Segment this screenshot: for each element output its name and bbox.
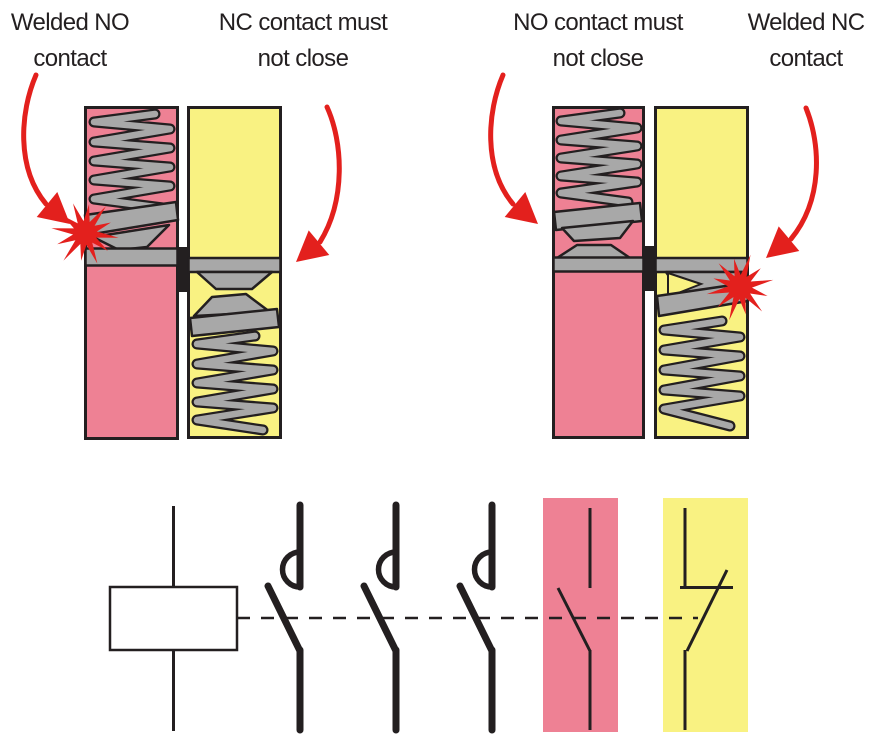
no-fixed-contact-bar xyxy=(552,256,645,273)
label-no-line1: NO contact must xyxy=(513,9,683,36)
label-welded-no-line2: contact xyxy=(33,45,107,72)
nc-open-arrow-icon xyxy=(317,104,342,245)
cross-section-welded-no xyxy=(21,72,342,440)
label-welded-nc-contact: Welded NC contact xyxy=(738,5,874,77)
label-no-line2: not close xyxy=(552,45,644,72)
no-open-arrowhead-icon xyxy=(504,192,538,224)
label-nc-line2: not close xyxy=(257,45,349,72)
main-contact-3 xyxy=(456,501,496,734)
no-fixed-contact-bar xyxy=(84,247,179,267)
nc-fixed-contact-bar xyxy=(654,256,749,274)
nc-moving-contact-bar xyxy=(188,307,281,338)
cross-section-welded-nc xyxy=(488,72,819,439)
nc-open-arrowhead-icon xyxy=(296,230,330,262)
no-moving-contact-tip xyxy=(91,223,171,252)
nc-fixed-contact-tip xyxy=(195,270,274,291)
nc-fixed-contact-bar xyxy=(187,256,282,274)
no-aux-highlight xyxy=(543,498,618,732)
label-welded-no-contact: Welded NO contact xyxy=(0,5,140,77)
label-nc-line1: NC contact must xyxy=(218,9,388,36)
mechanical-link xyxy=(176,247,188,292)
relay-schematic xyxy=(108,498,748,734)
label-nc-must-not-close: NC contact must not close xyxy=(213,5,393,77)
contact-hook-icon xyxy=(375,549,397,590)
no-moving-contact-tip xyxy=(560,219,635,243)
aux-nc-contact xyxy=(680,508,733,730)
welded-nc-arrow-icon xyxy=(788,105,819,242)
welded-nc-arrowhead-icon xyxy=(766,226,800,258)
aux-no-contact xyxy=(556,508,592,730)
welded-no-arrowhead-icon xyxy=(36,192,70,224)
contact-blade xyxy=(360,582,400,655)
contact-blade xyxy=(556,587,592,652)
welded-no-arrow-icon xyxy=(21,72,49,207)
label-welded-nc-line2: contact xyxy=(769,45,843,72)
nc-contact-notch xyxy=(667,271,704,299)
contact-blade xyxy=(264,582,304,655)
label-no-must-not-close: NO contact must not close xyxy=(508,5,688,77)
label-welded-nc-line1: Welded NC xyxy=(747,9,865,36)
mechanical-link xyxy=(643,246,656,291)
contact-hook-icon xyxy=(471,549,493,590)
no-open-arrow-icon xyxy=(488,72,516,207)
label-welded-no-line1: Welded NO xyxy=(10,9,130,36)
main-contact-1 xyxy=(264,501,304,734)
contact-blade xyxy=(456,582,496,655)
relay-coil-symbol xyxy=(108,585,239,652)
contact-blade xyxy=(685,569,729,652)
contact-hook-icon xyxy=(279,549,301,590)
main-contact-2 xyxy=(360,501,400,734)
